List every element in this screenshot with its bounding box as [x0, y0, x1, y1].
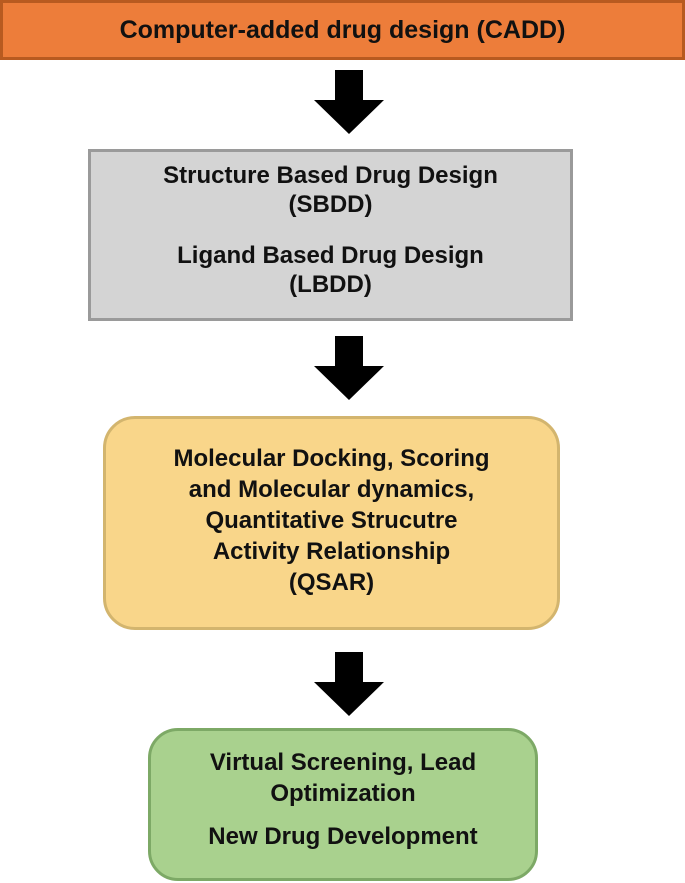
techniques-line-3: Quantitative Strucutre — [205, 506, 458, 534]
sbdd-abbreviation: (SBDD) — [288, 191, 373, 218]
sbdd-label: Structure Based Drug Design — [163, 162, 498, 189]
design-methods-box: Structure Based Drug Design (SBDD) Ligan… — [88, 149, 573, 321]
techniques-line-5: (QSAR) — [288, 568, 375, 596]
cadd-box: Computer-added drug design (CADD) — [0, 0, 685, 60]
down-arrow-icon — [314, 70, 384, 134]
down-arrow-icon — [314, 336, 384, 400]
outcomes-box: Virtual Screening, Lead Optimization New… — [148, 728, 538, 881]
outcomes-line-2: Optimization — [270, 780, 416, 807]
lbdd-abbreviation: (LBDD) — [289, 271, 372, 298]
down-arrow-icon — [314, 652, 384, 716]
cadd-title: Computer-added drug design (CADD) — [119, 15, 566, 44]
techniques-box: Molecular Docking, Scoring and Molecular… — [103, 416, 560, 630]
outcomes-line-1: Virtual Screening, Lead — [209, 749, 477, 776]
techniques-line-1: Molecular Docking, Scoring — [173, 444, 490, 472]
outcomes-line-3: New Drug Development — [208, 823, 478, 850]
techniques-line-2: and Molecular dynamics, — [188, 475, 475, 503]
lbdd-label: Ligand Based Drug Design — [177, 242, 484, 269]
techniques-line-4: Activity Relationship — [212, 537, 451, 565]
